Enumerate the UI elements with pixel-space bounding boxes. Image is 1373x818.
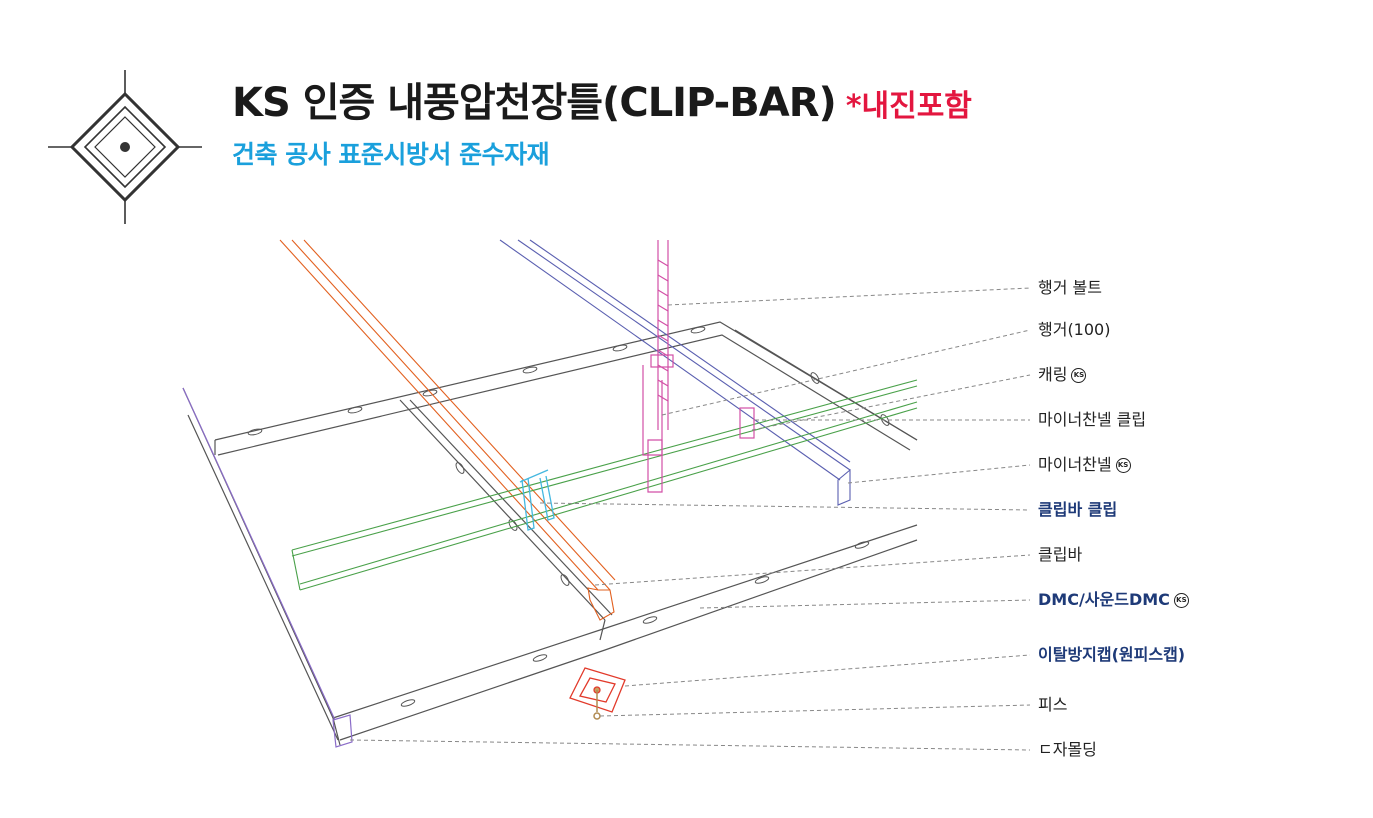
ks-mark-icon: KS bbox=[1071, 367, 1087, 383]
hanger-assembly bbox=[642, 240, 755, 493]
clip-bar-clip bbox=[519, 469, 555, 531]
label-screw: 피스 bbox=[1038, 695, 1068, 714]
label-minor-channel-clip: 마이너찬넬 클립 bbox=[1038, 410, 1147, 429]
label-clip-bar-clip: 클립바 클립 bbox=[1038, 500, 1118, 519]
dmc-panels bbox=[182, 321, 918, 746]
title-note: *내진포함 bbox=[845, 89, 972, 124]
minor-channel bbox=[291, 379, 918, 591]
diamond-target-icon bbox=[48, 70, 202, 224]
carrying-channel bbox=[499, 239, 851, 506]
label-hanger-bolt: 행거 볼트 bbox=[1038, 278, 1102, 297]
ks-mark-icon: KS bbox=[1115, 457, 1131, 473]
c-molding bbox=[182, 387, 353, 748]
label-clip-bar: 클립바 bbox=[1038, 545, 1083, 564]
clip-bar bbox=[279, 239, 616, 621]
label-c-molding: ㄷ자몰딩 bbox=[1038, 740, 1097, 759]
page-subtitle: 건축 공사 표준시방서 준수자재 bbox=[232, 140, 550, 169]
label-hanger: 행거(100) bbox=[1038, 320, 1111, 339]
title-row: KS 인증 내풍압천장틀(CLIP-BAR)*내진포함 bbox=[232, 70, 972, 128]
ks-mark-icon: KS bbox=[1173, 592, 1189, 608]
leader-lines bbox=[349, 287, 1031, 751]
page-title: KS 인증 내풍압천장틀(CLIP-BAR) bbox=[232, 80, 837, 126]
panel-slots bbox=[247, 326, 890, 707]
label-anti-separation-cap: 이탈방지캡(원피스캡) bbox=[1038, 645, 1186, 664]
screw bbox=[593, 690, 601, 720]
